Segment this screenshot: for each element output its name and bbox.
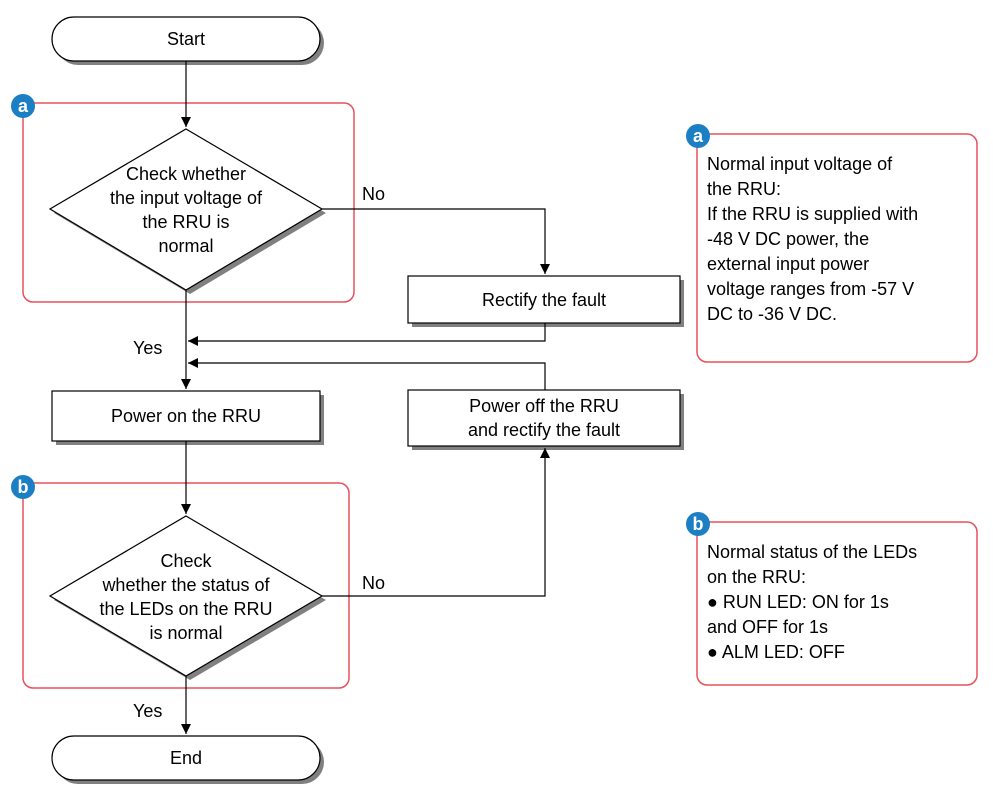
note-a-frame: [696, 133, 978, 363]
note-a-line: If the RRU is supplied with: [707, 204, 919, 224]
edge-power-off-return: [188, 358, 546, 390]
group-a-badge: a: [11, 94, 35, 118]
note-a-text: Normal input voltage of the RRU: If the …: [707, 152, 918, 327]
rectify-fault-box: [407, 275, 681, 324]
power-off-box: [407, 389, 681, 447]
note-b-line: on the RRU:: [707, 567, 807, 587]
edge-label-leds-no: No: [362, 573, 386, 593]
power-on-label: Power on the RRU: [110, 406, 262, 426]
note-b-line: ● RUN LED: ON for 1s: [707, 592, 889, 612]
note-a-line: external input power: [707, 254, 870, 274]
edge-label-voltage-yes: Yes: [133, 338, 163, 358]
power-on-box: [51, 390, 321, 442]
note-a-line: Normal input voltage of: [707, 154, 893, 174]
edge-rectify-return: [188, 323, 546, 346]
edge-label-voltage-no: No: [362, 184, 386, 204]
note-a-badge: a: [686, 124, 710, 148]
end-label: End: [169, 748, 203, 768]
note-b-badge: b: [686, 512, 710, 536]
check-voltage-label: Check whether the input voltage of the R…: [109, 164, 263, 256]
note-b-frame: [696, 521, 978, 686]
end-terminator: [51, 735, 321, 781]
group-a-frame: [22, 102, 355, 303]
check-leds-label: Check whether the status of the LEDs on …: [99, 551, 273, 643]
note-a-line: DC to -36 V DC.: [707, 304, 838, 324]
edge-leds-no: [322, 448, 550, 597]
edge-label-leds-yes: Yes: [133, 701, 163, 721]
note-a-line: voltage ranges from -57 V: [707, 279, 915, 299]
note-a-line: -48 V DC power, the: [707, 229, 870, 249]
note-b-line: Normal status of the LEDs: [707, 542, 918, 562]
note-b-text: Normal status of the LEDs on the RRU: ● …: [707, 540, 917, 665]
group-b-badge: b: [11, 475, 35, 499]
note-b-line: ● ALM LED: OFF: [707, 642, 845, 662]
edge-voltage-no: [322, 208, 550, 274]
note-b-line: and OFF for 1s: [707, 617, 829, 637]
rectify-fault-label: Rectify the fault: [481, 289, 607, 310]
note-a-line: the RRU:: [707, 179, 782, 199]
power-off-label: Power off the RRU and rectify the fault: [467, 396, 621, 440]
start-label: Start: [166, 29, 205, 49]
